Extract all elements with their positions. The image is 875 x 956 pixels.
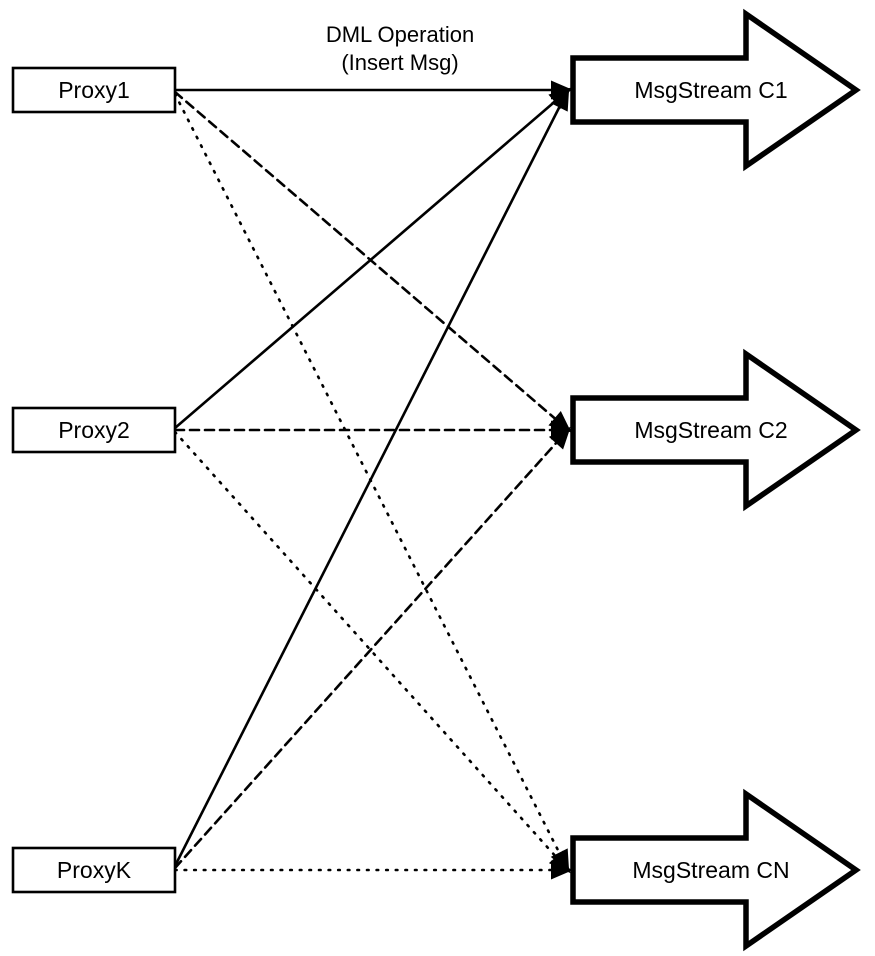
producer-label: ProxyK [57,857,132,883]
edge-proxy1-c2 [173,90,572,433]
edge-proxy1-c1 [175,80,573,100]
edge-proxyk-cn [173,860,573,880]
edge-proxy1-cn [173,92,570,873]
edge-line-solid [173,93,568,867]
stream-label: MsgStream C1 [634,77,787,103]
stream-block-arrow-icon[interactable] [570,788,861,952]
arrowhead-icon [548,426,571,450]
stream-node-c1[interactable]: MsgStream C1 [570,8,861,172]
stream-block-arrow-icon[interactable] [570,348,861,512]
edge-proxyk-c1 [173,87,570,867]
dml-operation-label: DML Operation [326,22,474,47]
producer-box[interactable] [11,846,177,894]
arrowhead-icon [550,87,570,112]
producer-label: Proxy1 [58,77,130,103]
edge-line-dashed [173,430,568,870]
edge-proxy2-c2 [173,420,573,440]
stream-label: MsgStream CN [632,857,789,883]
streams-layer: MsgStream C1 MsgStream C2 MsgStream CN [570,8,861,952]
edges-layer [173,80,573,880]
arrowhead-icon [551,860,573,880]
producer-node-proxyk[interactable]: ProxyK [11,846,177,894]
edge-proxy2-c1 [174,87,572,429]
producer-label: Proxy2 [58,417,130,443]
edge-line-dotted [173,430,568,870]
producer-node-proxy2[interactable]: Proxy2 [11,406,177,454]
edge-line-solid [174,91,567,429]
producer-box[interactable] [11,406,177,454]
stream-node-c2[interactable]: MsgStream C2 [570,348,861,512]
producer-node-proxy1[interactable]: Proxy1 [11,66,177,114]
stream-label: MsgStream C2 [634,417,787,443]
edge-proxy2-cn [173,430,571,874]
edge-label-group: DML Operation (Insert Msg) [326,22,474,75]
edge-proxyk-c2 [173,426,571,870]
stream-node-cn[interactable]: MsgStream CN [570,788,861,952]
insert-msg-label: (Insert Msg) [341,50,458,75]
stream-block-arrow-icon[interactable] [570,8,861,172]
producer-box[interactable] [11,66,177,114]
